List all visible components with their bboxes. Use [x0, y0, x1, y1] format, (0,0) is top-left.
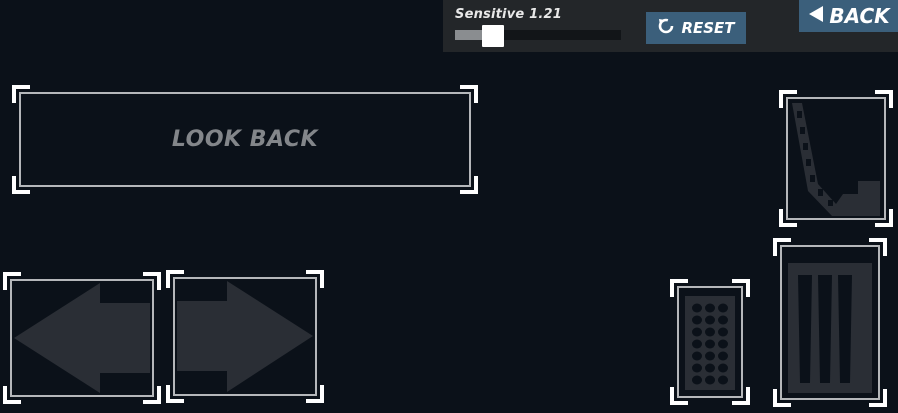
frame-corner: [875, 209, 893, 227]
frame-corner: [732, 279, 750, 297]
look-back-label: LOOK BACK: [171, 127, 319, 152]
frame-corner: [143, 272, 161, 290]
grip-dot: [692, 339, 702, 349]
slider-handle[interactable]: [482, 25, 505, 47]
frame-corner: [306, 385, 324, 403]
left-arrow-icon: [14, 283, 150, 393]
sensitivity-slider[interactable]: [455, 25, 621, 47]
frame-corner: [732, 387, 750, 405]
gas-pedal-control[interactable]: [773, 238, 887, 407]
look-back-control[interactable]: LOOK BACK: [12, 85, 478, 194]
brake-pedal-control[interactable]: [670, 279, 750, 405]
grip-dot: [718, 363, 728, 373]
steer-left-control[interactable]: [3, 272, 161, 404]
handbrake-icon: [792, 103, 880, 216]
grip-dot: [692, 375, 702, 385]
sensitivity-label: Sensitive 1.21: [455, 7, 562, 22]
grip-dot: [718, 375, 728, 385]
frame-corner: [869, 389, 887, 407]
frame-corner: [670, 279, 688, 297]
frame-corner: [460, 85, 478, 103]
steer-right-control[interactable]: [166, 270, 324, 403]
grip-dot: [718, 351, 728, 361]
frame-corner: [875, 90, 893, 108]
grip-dot: [705, 375, 715, 385]
grip-dot: [705, 363, 715, 373]
frame-corner: [12, 85, 30, 103]
reset-button[interactable]: RESET: [646, 12, 746, 44]
grip-dot: [705, 315, 715, 325]
gas-pedal-icon: [788, 263, 872, 393]
grip-dot: [692, 351, 702, 361]
frame-corner: [3, 386, 21, 404]
right-arrow-icon: [177, 281, 313, 392]
grip-dot: [692, 303, 702, 313]
frame-corner: [779, 209, 797, 227]
frame-corner: [773, 389, 791, 407]
frame-corner: [3, 272, 21, 290]
back-label: BACK: [829, 4, 890, 28]
frame-corner: [670, 387, 688, 405]
frame-corner: [773, 238, 791, 256]
grip-dot: [718, 315, 728, 325]
back-button[interactable]: BACK: [799, 0, 898, 32]
frame-corner: [460, 176, 478, 194]
frame-corner: [869, 238, 887, 256]
frame-corner: [306, 270, 324, 288]
brake-pedal-icon: [685, 296, 735, 390]
handbrake-control[interactable]: [779, 90, 893, 227]
grip-dot: [718, 339, 728, 349]
grip-dot: [692, 327, 702, 337]
grip-dot: [705, 339, 715, 349]
grip-dot: [718, 327, 728, 337]
frame-corner: [166, 385, 184, 403]
grip-dot: [705, 351, 715, 361]
grip-dot: [705, 303, 715, 313]
reset-label: RESET: [681, 19, 735, 37]
grip-dot: [692, 363, 702, 373]
grip-dot: [692, 315, 702, 325]
slider-fill: [455, 30, 494, 40]
grip-dot: [705, 327, 715, 337]
grip-dot: [718, 303, 728, 313]
frame-corner: [143, 386, 161, 404]
back-arrow-icon: [807, 4, 825, 29]
frame-corner: [12, 176, 30, 194]
frame-corner: [166, 270, 184, 288]
frame-corner: [779, 90, 797, 108]
reset-icon: [657, 17, 675, 39]
